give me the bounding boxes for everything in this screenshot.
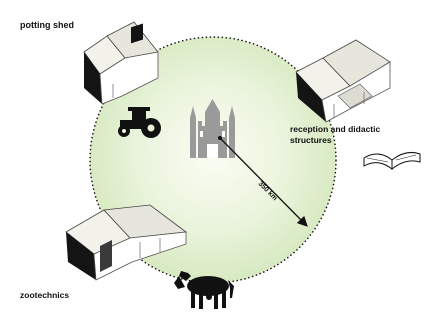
radius-arrow [219, 137, 308, 227]
castle-icon [190, 99, 235, 158]
reception-label-line2: structures [290, 135, 332, 145]
cow-icon [174, 271, 234, 309]
open-book-icon [363, 152, 421, 171]
reception-building [295, 39, 391, 123]
zootechnics-building [65, 204, 188, 281]
potting-shed-label: potting shed [20, 20, 74, 30]
reception-label-line1: reception and didactic [290, 124, 380, 134]
zootechnics-label: zootechnics [20, 290, 69, 300]
potting-shed-building [83, 21, 159, 105]
tractor-icon [118, 107, 161, 138]
